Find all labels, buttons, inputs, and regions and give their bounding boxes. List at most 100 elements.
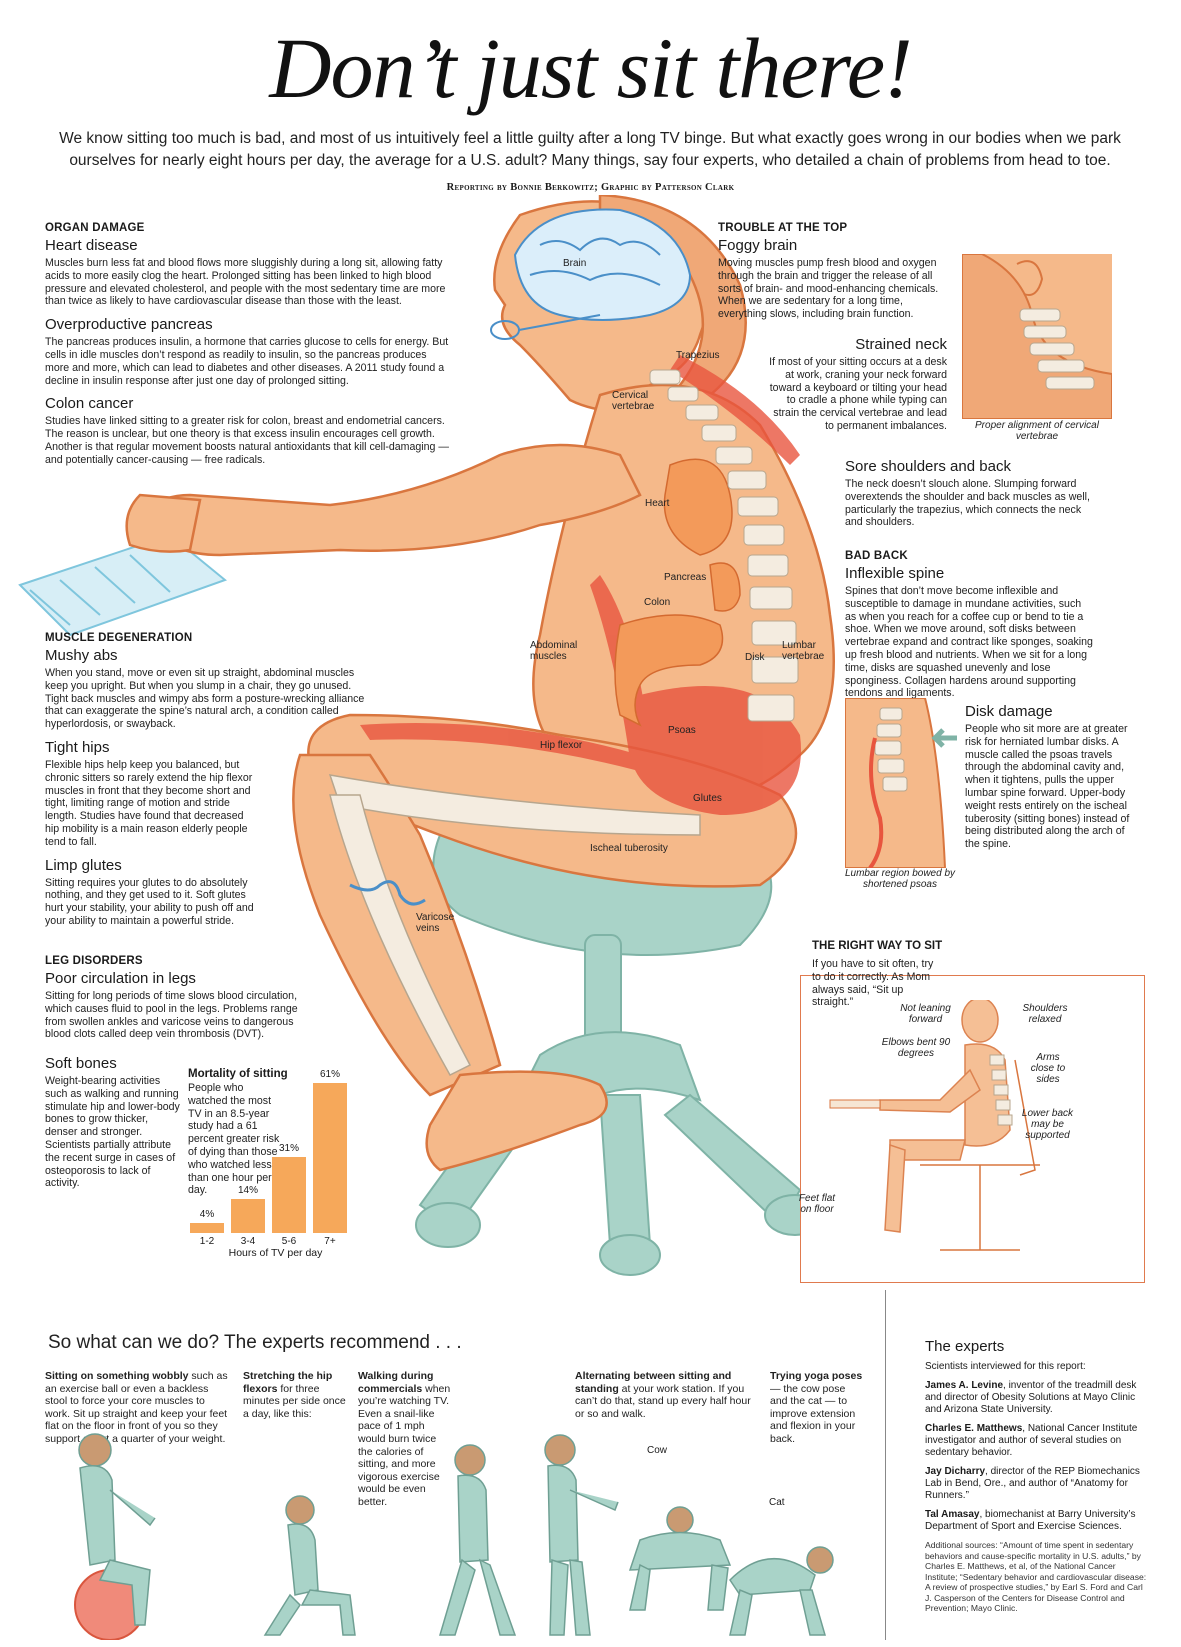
trouble-top-section: TROUBLE AT THE TOP Foggy brain Moving mu…: [718, 222, 943, 321]
label-pancreas: Pancreas: [664, 572, 707, 583]
expert-dicharry: Jay Dicharry, director of the REP Biomec…: [925, 1466, 1140, 1501]
leg-bones: [328, 774, 701, 1076]
expert-levine: James A. Levine, inventor of the treadmi…: [925, 1380, 1137, 1415]
colon-cancer-text: Studies have linked sitting to a greater…: [45, 415, 449, 466]
soft-bones-title: Soft bones: [45, 1055, 117, 1072]
inflexible-spine-text: Spines that don’t move become inflexible…: [845, 585, 1093, 700]
rec-alternating: Alternating between sitting and standing…: [575, 1370, 751, 1420]
glasses: [490, 314, 601, 340]
shoulders-section: Sore shoulders and back The neck doesn’t…: [845, 455, 1090, 529]
chart-bar: [313, 1083, 347, 1233]
disk-inset-illustration: [845, 698, 957, 868]
experts-section: The experts Scientists interviewed for t…: [925, 1338, 1150, 1614]
additional-sources: Additional sources: “Amount of time spen…: [925, 1540, 1147, 1613]
right-way-text: If you have to sit often, try to do it c…: [812, 958, 934, 1009]
page-title: Don’t just sit there!: [269, 20, 912, 116]
label-arms: Arms close to sides: [1030, 1052, 1066, 1085]
circulation-text: Sitting for long periods of time slows b…: [45, 990, 298, 1041]
cat-label: Cat: [769, 1497, 785, 1508]
limp-glutes-title: Limp glutes: [45, 856, 122, 874]
label-trapezius: Trapezius: [676, 350, 720, 361]
recommend-heading: So what can we do? The experts recommend…: [48, 1332, 462, 1353]
pancreas-title: Overproductive pancreas: [45, 316, 213, 334]
experts-heading: The experts: [925, 1338, 1005, 1355]
section-heading: BAD BACK: [845, 550, 908, 562]
disk-damage-title: Disk damage: [965, 703, 1053, 720]
expert-matthews: Charles E. Matthews, National Cancer Ins…: [925, 1423, 1138, 1458]
seated-figure-illustration: [18, 195, 835, 1276]
label-ischeal: Ischeal tuberosity: [590, 843, 668, 854]
label-disk: Disk: [745, 652, 765, 663]
chart-tick-label: 5-6: [281, 1236, 297, 1247]
section-heading: TROUBLE AT THE TOP: [718, 222, 848, 234]
byline: Reporting by Bonnie Berkowitz; Graphic b…: [446, 182, 735, 193]
leg-disorders-section: LEG DISORDERS Poor circulation in legs S…: [45, 955, 315, 1041]
tight-hips-text: Flexible hips help keep you balanced, bu…: [45, 758, 253, 848]
label-lower-back: Lower back may be supported: [1021, 1108, 1074, 1141]
exercise-figures-illustration: [74, 1433, 834, 1640]
mortality-chart: Mortality of sitting People who watched …: [188, 1068, 363, 1268]
rec-yoga: Trying yoga poses — the cow pose and the…: [770, 1370, 863, 1445]
label-not-leaning: Not leaning forward: [900, 1003, 951, 1025]
label-elbows: Elbows bent 90 degrees: [881, 1037, 951, 1059]
chart-xlabel: Hours of TV per day: [228, 1247, 323, 1259]
soft-bones-text: Weight-bearing activities such as walkin…: [45, 1075, 180, 1190]
section-heading: MUSCLE DEGENERATION: [45, 632, 193, 644]
label-brain: Brain: [563, 258, 587, 269]
colon-cancer-title: Colon cancer: [45, 395, 134, 413]
keyboard: [18, 533, 228, 637]
organs: [614, 458, 741, 727]
chart-tick-label: 7+: [324, 1236, 336, 1247]
organ-damage-section: ORGAN DAMAGE Heart disease Muscles burn …: [45, 222, 450, 467]
foggy-brain-title: Foggy brain: [718, 237, 798, 254]
chart-tick-label: 3-4: [240, 1236, 256, 1247]
inflexible-spine-title: Inflexible spine: [845, 565, 945, 582]
disk-caption: Lumbar region bowed by shortened psoas: [844, 868, 956, 890]
disk-damage-text: People who sit more are at greater risk …: [965, 723, 1130, 851]
tight-hips-title: Tight hips: [45, 738, 110, 756]
chart-description: People who watched the most TV in an 8.5…: [188, 1082, 280, 1197]
label-glutes: Glutes: [693, 793, 722, 804]
mushy-abs-text: When you stand, move or even sit up stra…: [45, 667, 365, 731]
spine: [649, 369, 799, 722]
shoulders-title: Sore shoulders and back: [845, 458, 1011, 475]
section-heading: ORGAN DAMAGE: [45, 222, 145, 234]
chart-value-label: 14%: [237, 1184, 258, 1196]
label-colon: Colon: [644, 597, 671, 608]
varicose-veins: [349, 880, 426, 906]
neck-caption: Proper alignment of cervical vertebrae: [975, 420, 1099, 442]
chart-bar: [272, 1156, 306, 1233]
label-cervical: Cervical vertebrae: [612, 390, 655, 412]
cow-label: Cow: [647, 1445, 668, 1456]
strained-neck-title: Strained neck: [855, 336, 947, 353]
chart-value-label: 4%: [199, 1209, 215, 1221]
rec-hip-flexors: Stretching the hip flexors for three min…: [243, 1370, 346, 1420]
label-lumbar: Lumbar vertebrae: [782, 640, 825, 662]
chart-value-label: 31%: [278, 1142, 299, 1154]
mushy-abs-title: Mushy abs: [45, 647, 118, 664]
label-shoulders: Shoulders relaxed: [1022, 1003, 1068, 1025]
chart-title: Mortality of sitting: [188, 1068, 288, 1080]
label-heart: Heart: [645, 498, 670, 509]
right-way-illustration: [829, 1000, 1040, 1251]
neck-inset-illustration: [962, 254, 1112, 419]
chart-bar: [190, 1223, 224, 1233]
label-abdominal: Abdominal muscles: [530, 640, 578, 662]
disk-damage-section: Disk damage People who sit more are at g…: [965, 700, 1140, 851]
experts-intro: Scientists interviewed for this report:: [925, 1361, 1086, 1372]
label-hip-flexor: Hip flexor: [540, 740, 583, 751]
chart-bar: [231, 1198, 265, 1233]
experts-divider: [885, 1290, 886, 1640]
muscle-degeneration-section: MUSCLE DEGENERATION Mushy abs When you s…: [45, 632, 370, 928]
intro-text: We know sitting too much is bad, and mos…: [59, 130, 1121, 169]
foggy-brain-text: Moving muscles pump fresh blood and oxyg…: [718, 257, 939, 321]
chart-tick-label: 1-2: [199, 1236, 215, 1247]
heart-disease-title: Heart disease: [45, 237, 138, 254]
heart-disease-text: Muscles burn less fat and blood flows mo…: [45, 257, 446, 308]
circulation-title: Poor circulation in legs: [45, 970, 196, 987]
expert-amasay: Tal Amasay, biomechanist at Barry Univer…: [925, 1509, 1136, 1532]
brain: [513, 208, 692, 321]
bad-back-section: BAD BACK Inflexible spine Spines that do…: [845, 550, 1093, 700]
label-feet: Feet flat on floor: [798, 1193, 836, 1215]
